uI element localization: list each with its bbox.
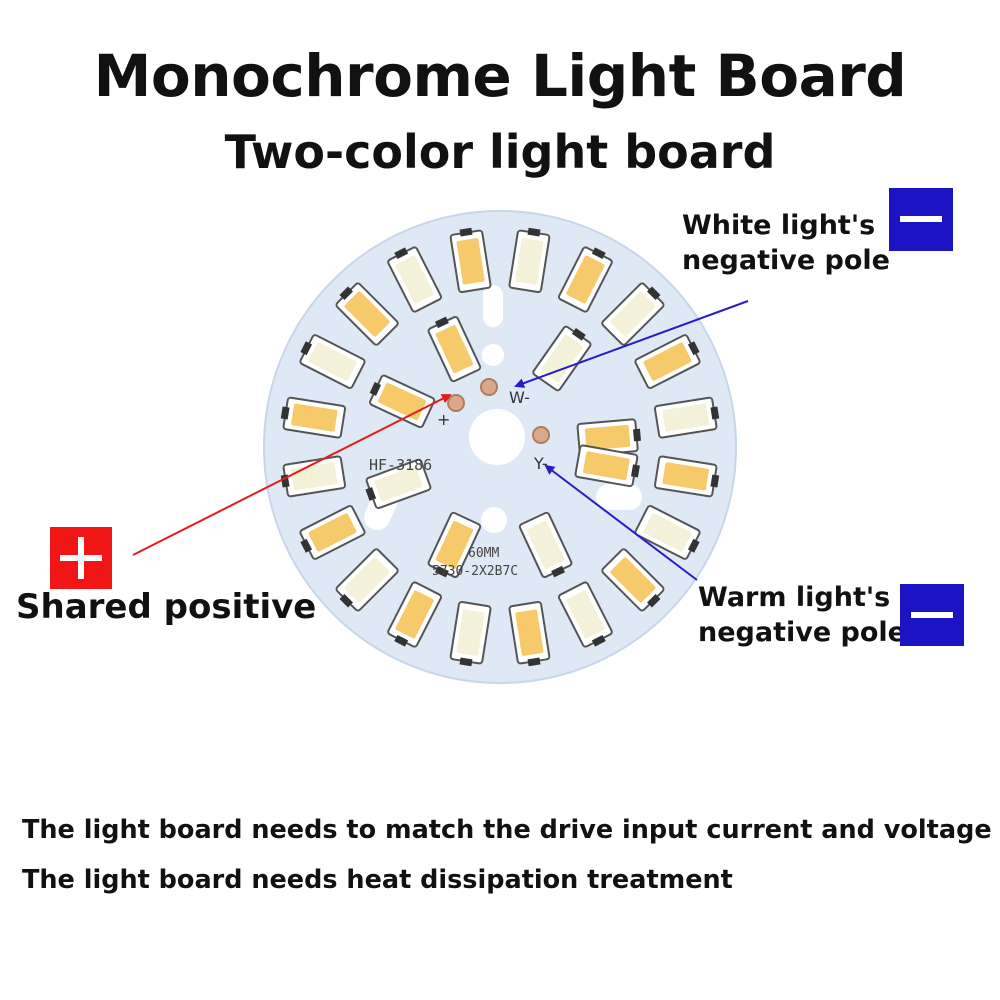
warm-negative-label-line1: Warm light's	[698, 582, 891, 613]
led-chip	[387, 246, 442, 313]
slot-hole	[483, 285, 503, 327]
slot-hole	[596, 484, 642, 510]
led-chip	[299, 334, 366, 389]
led-chip	[601, 548, 665, 612]
led-chip	[335, 282, 399, 346]
led-chip	[508, 227, 551, 294]
white-negative-label-line2: negative pole	[682, 245, 890, 277]
pad-white-negative	[480, 378, 498, 396]
led-chip	[653, 396, 720, 439]
led-chip	[369, 374, 436, 429]
led-chip	[280, 396, 347, 439]
board-size: 60MM	[468, 546, 499, 561]
led-chip	[387, 581, 442, 648]
led-chip	[365, 458, 432, 510]
led-group	[280, 227, 720, 667]
pad-positive	[447, 394, 465, 412]
note-heat-dissipation: The light board needs heat dissipation t…	[22, 865, 733, 895]
led-chip	[601, 282, 665, 346]
warm-negative-label-line2: negative pole	[698, 617, 906, 649]
shared-positive-label: Shared positive	[16, 587, 317, 627]
hole	[482, 344, 504, 366]
led-chip	[634, 334, 701, 389]
led-chip	[558, 246, 613, 313]
minus-sign-warm	[900, 584, 964, 646]
led-chip	[574, 444, 640, 488]
led-chip	[518, 511, 573, 578]
board-model: HF-3186	[369, 456, 432, 474]
led-chip	[449, 600, 492, 667]
warm-negative-arrow	[544, 464, 698, 581]
led-chip	[508, 600, 551, 667]
shared-positive-arrow	[132, 394, 452, 556]
page-subtitle: Two-color light board	[224, 125, 776, 179]
led-chip	[653, 455, 720, 498]
led-chip	[634, 505, 701, 560]
pad-warm-negative	[532, 426, 550, 444]
minus-sign-white	[889, 188, 953, 251]
led-chip	[299, 505, 366, 560]
pad-white-mark: W-	[509, 388, 530, 407]
led-chip	[427, 316, 482, 383]
warm-negative-label: Warm light's negative pole	[698, 580, 918, 650]
led-chip	[335, 548, 399, 612]
led-chip	[558, 581, 613, 648]
note-current-voltage: The light board needs to match the drive…	[22, 815, 992, 845]
hole	[481, 507, 507, 533]
pad-plus-mark: +	[437, 410, 450, 429]
white-negative-label: White light's negative pole	[682, 208, 902, 278]
pad-warm-mark: Y-	[533, 454, 548, 473]
page-title: Monochrome Light Board	[93, 42, 907, 110]
plus-sign	[50, 527, 112, 589]
white-negative-label-line1: White light's	[682, 210, 876, 241]
center-hole	[469, 409, 525, 465]
board-spec: 5730-2X2B7C	[432, 564, 518, 579]
led-chip	[427, 511, 482, 578]
led-chip	[449, 227, 492, 294]
white-negative-arrow	[514, 300, 749, 388]
